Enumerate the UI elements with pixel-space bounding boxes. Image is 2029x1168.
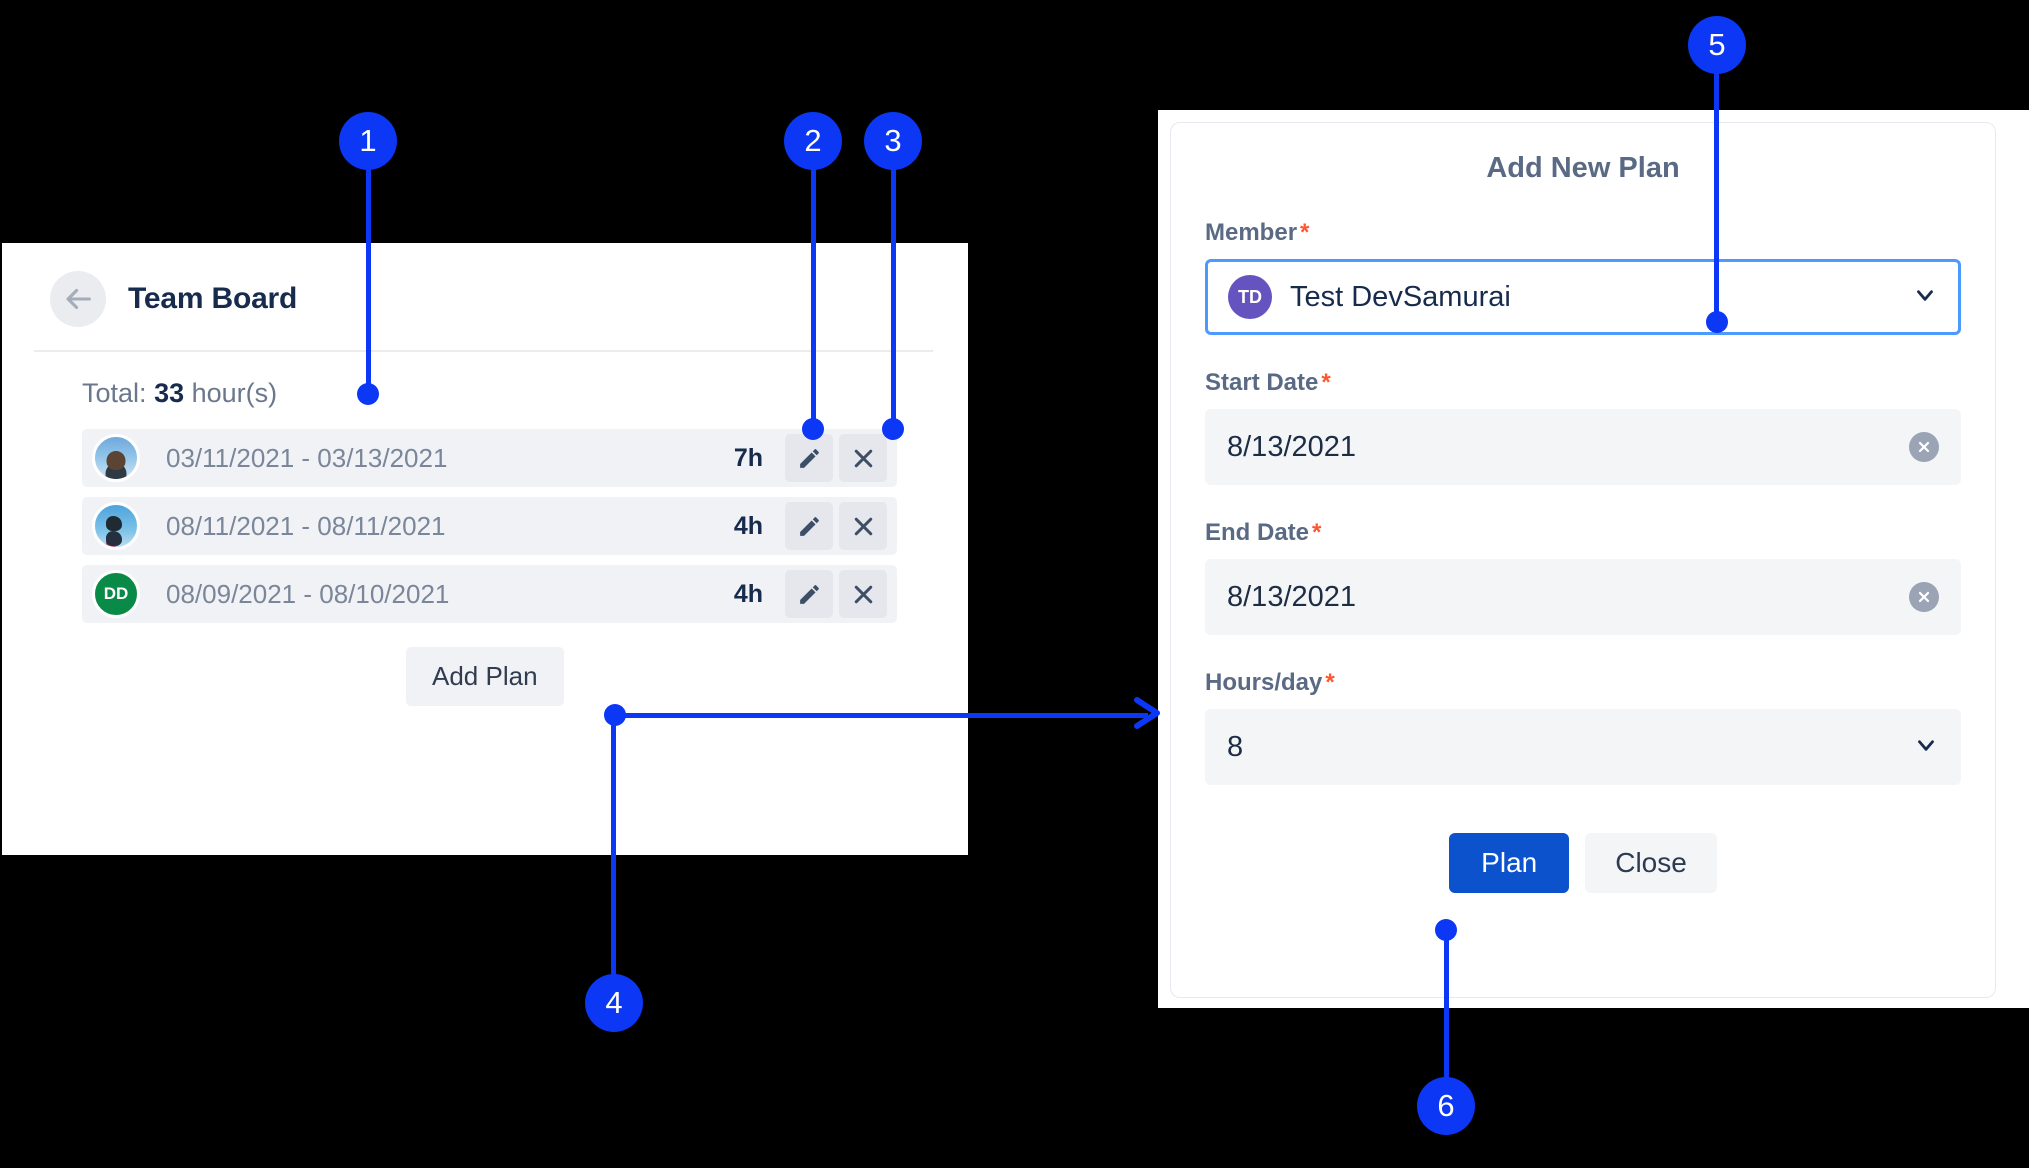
plan-row[interactable]: 08/11/2021 - 08/11/2021 4h xyxy=(82,497,897,555)
total-hours-label: Total: 33 hour(s) xyxy=(82,378,968,409)
delete-plan-button[interactable] xyxy=(839,570,887,618)
close-x-icon xyxy=(851,446,876,471)
plan-date-range: 08/09/2021 - 08/10/2021 xyxy=(166,578,450,609)
member-selected-value: Test DevSamurai xyxy=(1290,280,1511,313)
end-date-label: End Date* xyxy=(1205,519,1961,547)
plan-row[interactable]: 03/11/2021 - 03/13/2021 7h xyxy=(82,429,897,487)
required-asterisk: * xyxy=(1312,519,1322,546)
chevron-down-icon xyxy=(1912,282,1938,313)
start-date-field-group: Start Date* 8/13/2021 xyxy=(1205,369,1961,485)
callout-badge-1[interactable]: 1 xyxy=(339,112,397,170)
total-value: 33 xyxy=(154,378,185,408)
end-date-input[interactable]: 8/13/2021 xyxy=(1205,559,1961,635)
hours-per-day-select[interactable]: 8 xyxy=(1205,709,1961,785)
member-avatar: TD xyxy=(1228,275,1272,319)
plan-list: 03/11/2021 - 03/13/2021 7h xyxy=(82,429,897,623)
member-label-text: Member xyxy=(1205,219,1298,246)
edit-plan-button[interactable] xyxy=(785,434,833,482)
required-asterisk: * xyxy=(1300,219,1310,246)
add-plan-button[interactable]: Add Plan xyxy=(406,647,564,706)
close-x-icon xyxy=(851,582,876,607)
required-asterisk: * xyxy=(1325,669,1335,696)
start-date-input[interactable]: 8/13/2021 xyxy=(1205,409,1961,485)
start-date-value: 8/13/2021 xyxy=(1227,430,1357,463)
arrow-left-icon xyxy=(61,282,95,316)
dialog-actions: Plan Close xyxy=(1171,833,1995,893)
dialog-title: Add New Plan xyxy=(1486,152,1680,184)
member-label: Member* xyxy=(1205,219,1961,247)
callout-badge-3[interactable]: 3 xyxy=(864,112,922,170)
avatar: DD xyxy=(92,570,140,618)
plan-date-range: 08/11/2021 - 08/11/2021 xyxy=(166,510,446,541)
pencil-icon xyxy=(797,446,822,471)
plan-row[interactable]: DD 08/09/2021 - 08/10/2021 4h xyxy=(82,565,897,623)
end-date-field-group: End Date* 8/13/2021 xyxy=(1205,519,1961,635)
hours-per-day-label-text: Hours/day xyxy=(1205,669,1323,696)
start-date-label: Start Date* xyxy=(1205,369,1961,397)
hours-per-day-field-group: Hours/day* 8 xyxy=(1205,669,1961,785)
callout-badge-6[interactable]: 6 xyxy=(1417,1077,1475,1135)
edit-plan-button[interactable] xyxy=(785,502,833,550)
avatar xyxy=(92,502,140,550)
clear-circle-icon[interactable] xyxy=(1909,432,1939,462)
close-dialog-button[interactable]: Close xyxy=(1585,833,1717,893)
plan-hours: 4h xyxy=(733,579,763,608)
edit-plan-button[interactable] xyxy=(785,570,833,618)
clear-circle-icon[interactable] xyxy=(1909,582,1939,612)
total-prefix: Total: xyxy=(82,378,147,408)
plan-hours: 4h xyxy=(733,511,763,540)
page-title: Team Board xyxy=(128,282,298,315)
total-suffix: hour(s) xyxy=(191,378,278,408)
plan-date-range: 03/11/2021 - 03/13/2021 xyxy=(166,442,448,473)
required-asterisk: * xyxy=(1321,369,1331,396)
callout-badge-4[interactable]: 4 xyxy=(585,974,643,1032)
delete-plan-button[interactable] xyxy=(839,502,887,550)
avatar xyxy=(92,434,140,482)
end-date-value: 8/13/2021 xyxy=(1227,580,1357,613)
card-header: Team Board xyxy=(2,243,968,327)
member-select[interactable]: TD Test DevSamurai xyxy=(1205,259,1961,335)
plan-hours: 7h xyxy=(733,443,763,472)
chevron-down-icon xyxy=(1913,732,1939,763)
pencil-icon xyxy=(797,582,822,607)
end-date-label-text: End Date xyxy=(1205,519,1310,546)
add-plan-dialog: Add New Plan Member* TD Test DevSamurai … xyxy=(1170,122,1996,998)
hours-per-day-value: 8 xyxy=(1227,730,1244,763)
callout-badge-2[interactable]: 2 xyxy=(784,112,842,170)
plan-submit-button[interactable]: Plan xyxy=(1449,833,1570,893)
team-board-card: Team Board Total: 33 hour(s) 03/11/2021 … xyxy=(2,243,968,855)
callout-badge-5[interactable]: 5 xyxy=(1688,16,1746,74)
header-divider xyxy=(34,350,933,352)
delete-plan-button[interactable] xyxy=(839,434,887,482)
back-button[interactable] xyxy=(50,271,106,327)
hours-per-day-label: Hours/day* xyxy=(1205,669,1961,697)
close-x-icon xyxy=(851,514,876,539)
pencil-icon xyxy=(797,514,822,539)
member-field-group: Member* TD Test DevSamurai xyxy=(1205,219,1961,335)
start-date-label-text: Start Date xyxy=(1205,369,1319,396)
